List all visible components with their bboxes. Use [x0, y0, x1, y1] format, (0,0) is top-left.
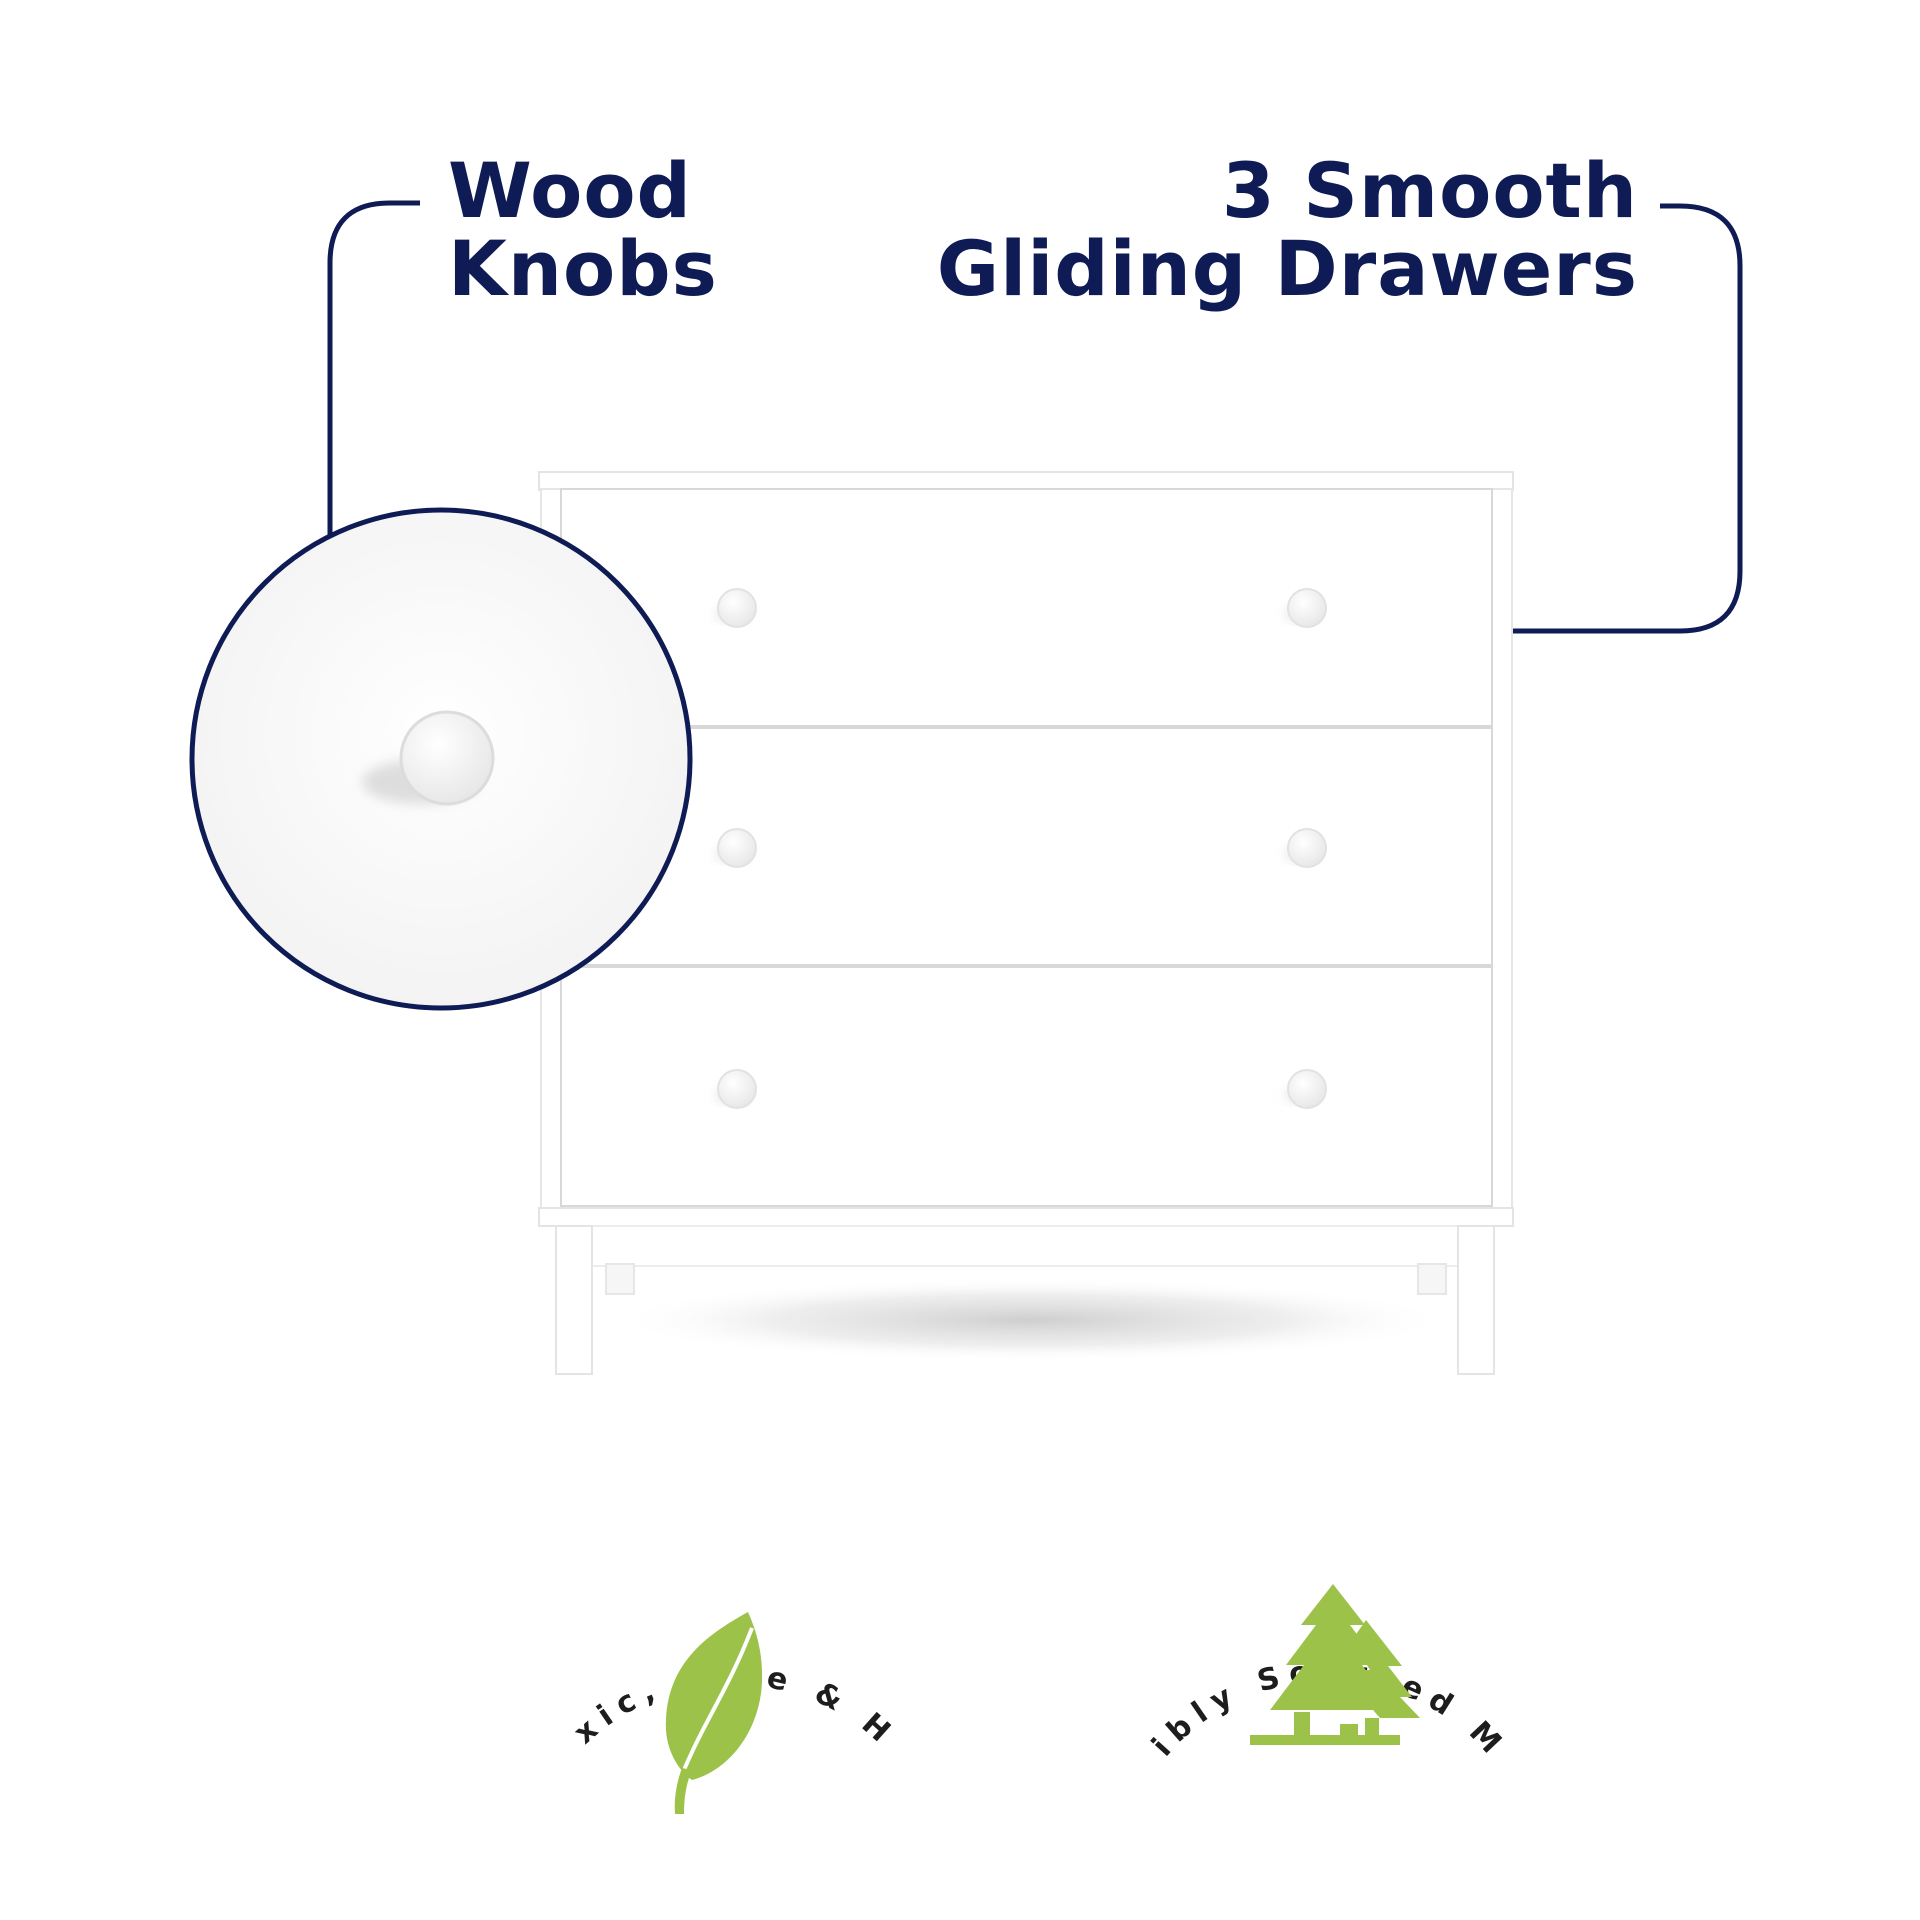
drawer-front-2 — [560, 727, 1493, 966]
leaf-icon — [665, 1612, 763, 1814]
dresser-front-leg-right — [1457, 1225, 1495, 1375]
drawer-front-1 — [560, 488, 1493, 727]
gliding-drawers-callout: 3 Smooth Gliding Drawers — [937, 152, 1638, 308]
dresser-bottom-rail — [538, 1207, 1514, 1227]
dresser-base-apron — [585, 1225, 1493, 1267]
floor-shadow — [610, 1278, 1450, 1362]
drawers-connector-line — [1512, 203, 1743, 634]
knob — [716, 588, 757, 628]
dresser-back-leg-left — [605, 1263, 635, 1295]
knob — [716, 828, 757, 868]
gliding-drawers-callout-line1: 3 Smooth — [1221, 146, 1638, 235]
knob — [1286, 588, 1327, 628]
knob-zoom-detail — [189, 507, 693, 1011]
knob — [1286, 828, 1327, 868]
pine-trees-icon — [1250, 1584, 1420, 1745]
wood-knobs-callout-line2: Knobs — [448, 224, 718, 313]
wood-knobs-callout-line1: Wood — [448, 146, 692, 235]
dresser — [538, 471, 1514, 1375]
dresser-top — [538, 471, 1514, 491]
knob — [1286, 1069, 1327, 1109]
dresser-back-leg-right — [1417, 1263, 1447, 1295]
wood-knobs-connector-line — [327, 200, 420, 535]
drawer-front-3 — [560, 966, 1493, 1207]
dresser-right-side — [1491, 488, 1513, 1213]
wood-knobs-callout: Wood Knobs — [448, 152, 718, 308]
dresser-front-leg-left — [555, 1225, 593, 1375]
gliding-drawers-callout-line2: Gliding Drawers — [936, 224, 1638, 313]
knob — [716, 1069, 757, 1109]
zoom-knob — [399, 710, 495, 806]
